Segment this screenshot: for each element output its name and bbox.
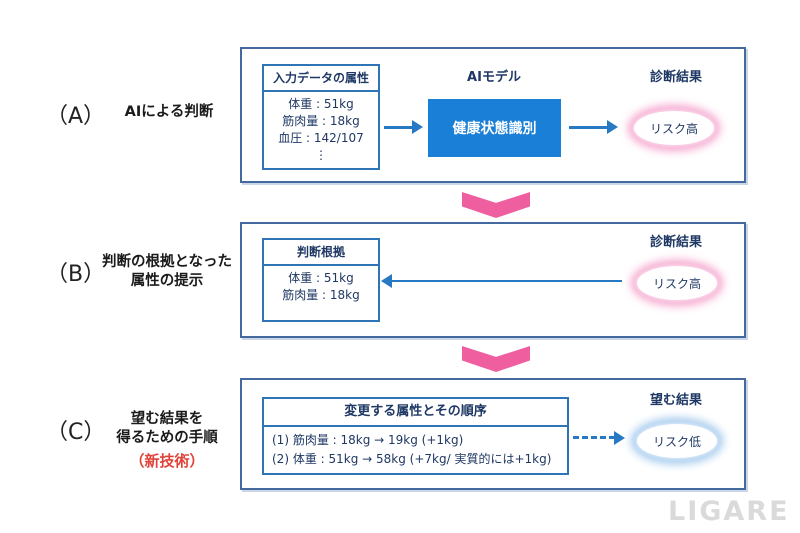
attr-muscle: 筋肉量 : 18kg	[282, 114, 360, 128]
basis-weight: 体重 : 51kg	[288, 271, 354, 285]
attr-ellipsis: ⋮	[315, 148, 327, 162]
ai-model-label: AIモデル	[467, 70, 521, 85]
judgment-basis-body: 体重 : 51kg 筋肉量 : 18kg	[264, 266, 378, 304]
section-c-title: 望む結果を 得るための手順	[96, 410, 238, 448]
section-b-title: 判断の根拠となった 属性の提示	[96, 253, 238, 291]
arrow-model-to-result-head-icon	[607, 120, 618, 134]
section-c-result-ellipse: リスク低	[637, 424, 717, 458]
arrow-result-to-basis-head-icon	[381, 274, 392, 288]
dashed-arrow-steps-to-result-head-icon	[614, 431, 625, 445]
section-b-letter: （B）	[46, 262, 106, 287]
section-b-title-line2: 属性の提示	[130, 273, 204, 289]
section-c-new-tech-note: （新技術）	[129, 452, 205, 470]
arrow-input-to-model-line	[384, 126, 414, 129]
arrow-result-to-basis-line	[390, 280, 622, 282]
section-b-title-line1: 判断の根拠となった	[101, 254, 233, 270]
section-a-result-ellipse: リスク高	[634, 111, 714, 145]
section-c-title-line1: 望む結果を	[130, 411, 204, 427]
input-attributes-box: 入力データの属性 体重 : 51kg 筋肉量 : 18kg 血圧 : 142/1…	[262, 64, 380, 170]
judgment-basis-box: 判断根拠 体重 : 51kg 筋肉量 : 18kg	[262, 238, 380, 322]
chevron-down-arrow-2-icon	[462, 346, 530, 372]
section-a-title: AIによる判断	[124, 104, 214, 120]
dashed-arrow-steps-to-result-line	[573, 436, 615, 439]
section-a-result-label: 診断結果	[649, 70, 702, 85]
attr-weight: 体重 : 51kg	[288, 97, 354, 111]
section-b-result-label: 診断結果	[649, 235, 702, 250]
section-c-title-line2: 得るための手順	[116, 430, 218, 446]
change-order-header: 変更する属性とその順序	[264, 399, 567, 427]
chevron-down-arrow-1-icon	[462, 192, 530, 218]
section-b-result-ellipse: リスク高	[637, 266, 717, 300]
basis-muscle: 筋肉量 : 18kg	[282, 288, 360, 302]
ligare-watermark: LIGARE	[668, 496, 790, 527]
attr-blood-pressure: 血圧 : 142/107	[278, 131, 364, 145]
step-2: (2) 体重 : 51kg → 58kg (+7kg/ 実質的には+1kg)	[272, 452, 552, 466]
arrow-input-to-model-head-icon	[412, 120, 423, 134]
section-a-letter: （A）	[46, 104, 106, 129]
section-c-letter: （C）	[46, 420, 106, 445]
ai-model-box: 健康状態識別	[428, 99, 561, 157]
step-1: (1) 筋肉量 : 18kg → 19kg (+1kg)	[272, 433, 464, 447]
change-order-box: 変更する属性とその順序 (1) 筋肉量 : 18kg → 19kg (+1kg)…	[262, 397, 569, 475]
judgment-basis-header: 判断根拠	[264, 240, 378, 266]
arrow-model-to-result-line	[569, 126, 609, 129]
change-order-body: (1) 筋肉量 : 18kg → 19kg (+1kg) (2) 体重 : 51…	[264, 427, 567, 469]
input-attributes-header: 入力データの属性	[264, 66, 378, 92]
section-c-result-label: 望む結果	[649, 393, 702, 408]
input-attributes-body: 体重 : 51kg 筋肉量 : 18kg 血圧 : 142/107 ⋮	[264, 92, 378, 164]
